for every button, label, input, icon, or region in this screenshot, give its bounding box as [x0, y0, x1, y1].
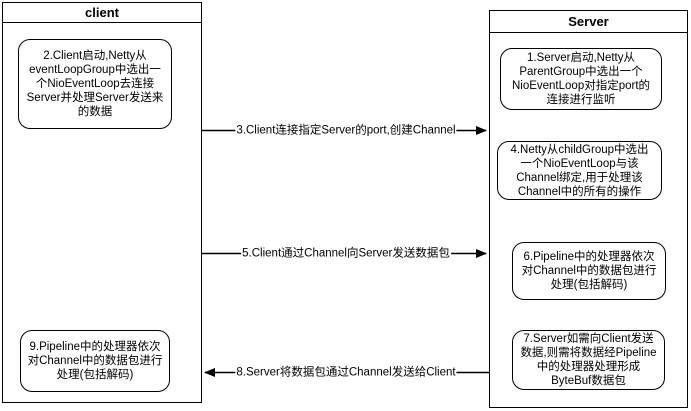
arrow-step-3-label: 3.Client连接指定Server的port,创建Channel — [235, 124, 457, 138]
arrow-step-8-label: 8.Server将数据包通过Channel发送给Client — [235, 366, 457, 380]
arrow-step-5-label: 5.Client通过Channel向Server发送数据包 — [241, 247, 451, 261]
client-step-2-box: 2.Client启动,Netty从 eventLoopGroup中选出一 个Ni… — [18, 39, 172, 129]
client-lane-title: client — [3, 3, 201, 23]
server-step-6-box: 6.Pipeline中的处理器依次 对Channel中的数据包进行 处理(包括解… — [512, 242, 666, 300]
server-step-7-box: 7.Server如需向Client发送 数据,则需将数据经Pipeline 中的… — [512, 330, 665, 390]
server-step-1-box: 1.Server启动,Netty从 ParentGroup中选出一个 NioEv… — [500, 48, 662, 110]
client-step-9-box: 9.Pipeline中的处理器依次 对Channel中的数据包进行 处理(包括解… — [20, 330, 170, 392]
server-lane-title: Server — [490, 11, 687, 33]
server-step-4-box: 4.Netty从childGroup中选出 一个NioEventLoop与该 C… — [497, 141, 662, 200]
